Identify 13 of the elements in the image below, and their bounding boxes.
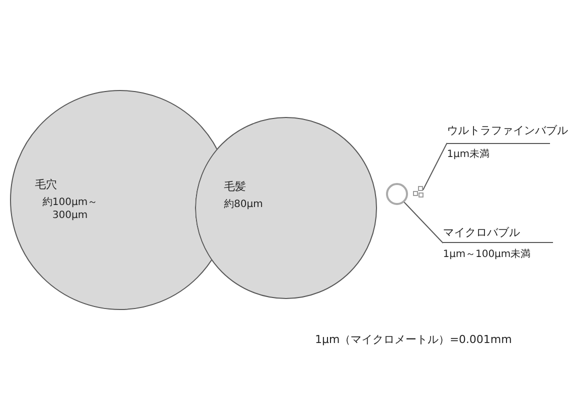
leader-line	[422, 142, 448, 190]
bubble-circle	[386, 183, 408, 205]
name-label: 毛髪	[224, 180, 246, 193]
name-label: 毛穴	[35, 178, 57, 191]
unit-note: 1μm（マイクロメートル）=0.001mm	[315, 333, 512, 346]
ultrafine-bubble-drawing	[413, 186, 424, 198]
size-label: 1μm～100μm未満	[443, 248, 531, 261]
name-label: マイクロバブル	[443, 226, 520, 239]
size-label: 約100μm～ 300μm	[41, 196, 99, 222]
leader-line	[404, 202, 444, 244]
name-label: ウルトラファインバブル	[447, 124, 568, 137]
size-label: 1μm未満	[447, 148, 490, 161]
size-label: 約80μm	[224, 198, 263, 211]
